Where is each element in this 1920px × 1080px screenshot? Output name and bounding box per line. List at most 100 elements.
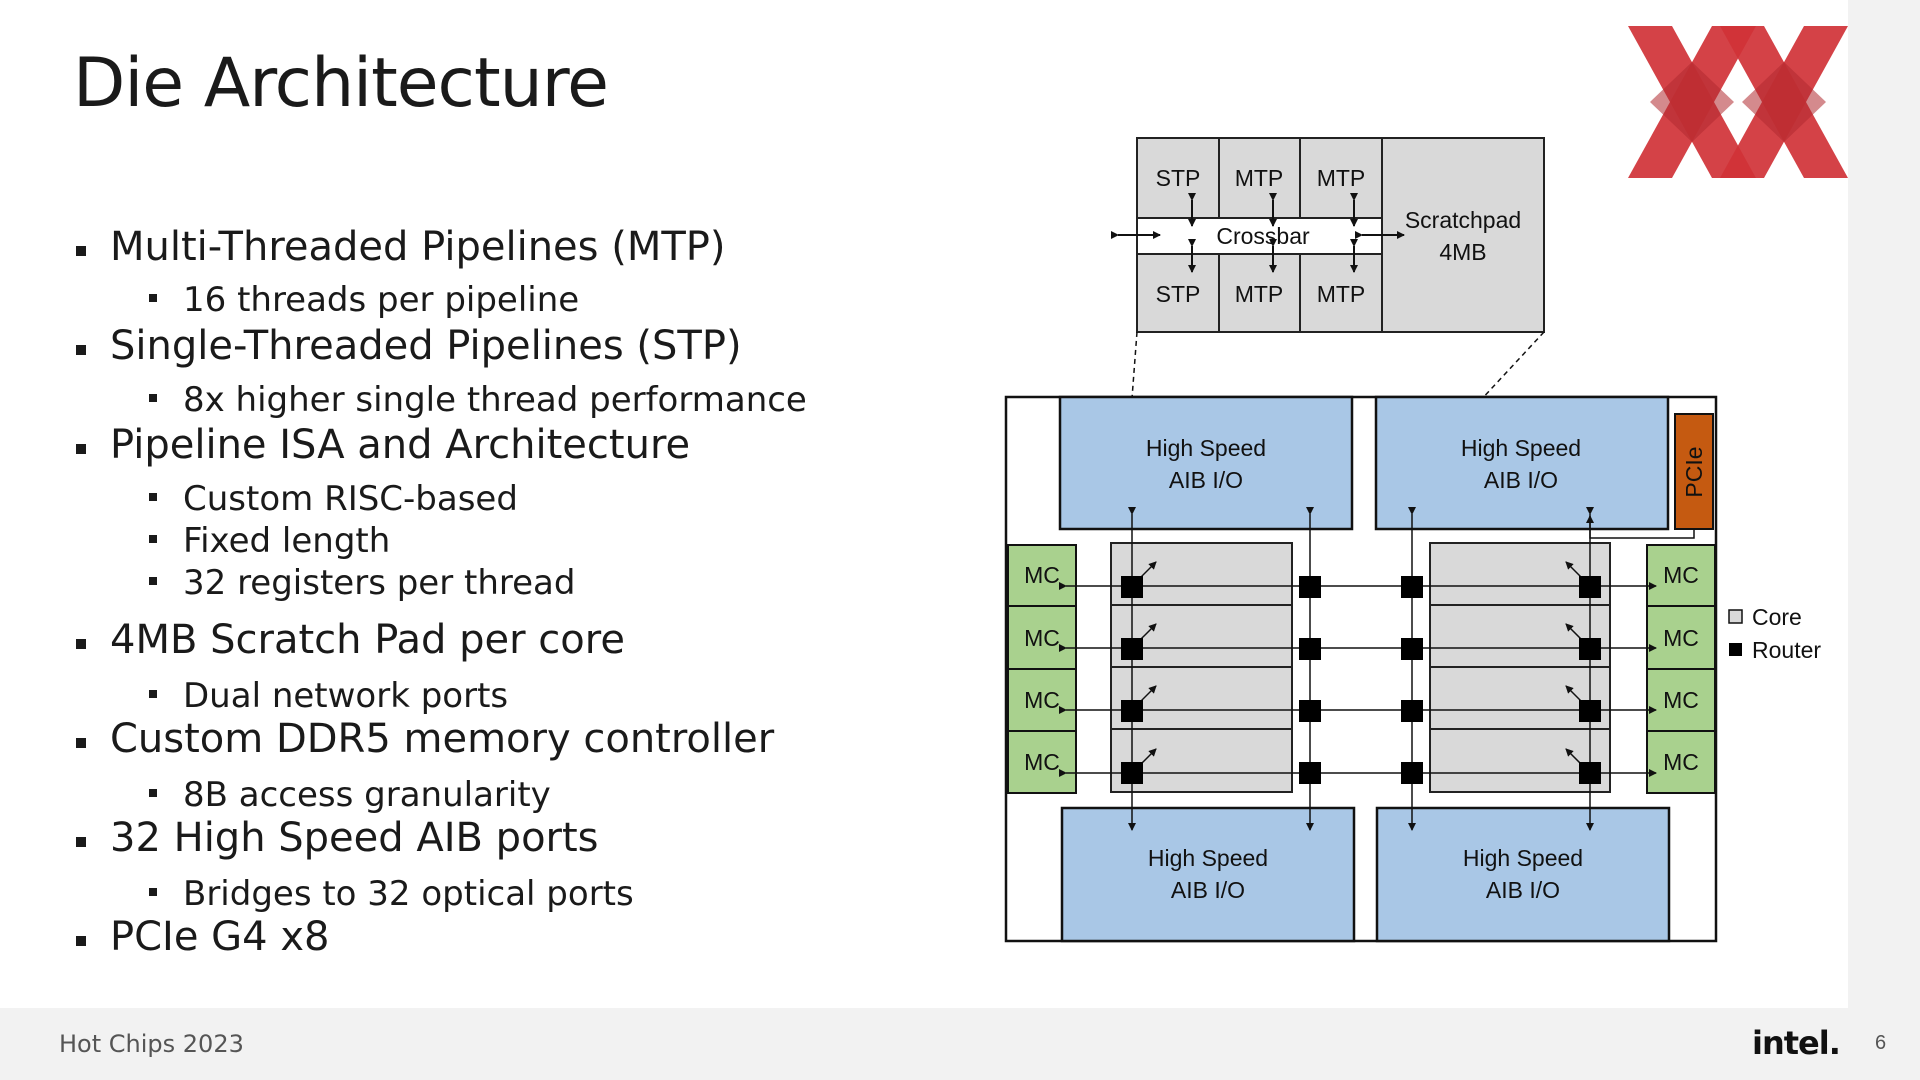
io-label: AIB I/O <box>1169 467 1243 493</box>
mc-block <box>1007 668 1077 732</box>
sub-bullet-marker <box>149 535 157 543</box>
router-node <box>1579 638 1601 660</box>
router-node <box>1121 762 1143 784</box>
stp-label: STP <box>1156 281 1201 307</box>
router-node <box>1579 576 1601 598</box>
sub-bullet-threads: 16 threads per pipeline <box>183 280 580 320</box>
page-number: 6 <box>1875 1032 1887 1054</box>
mc-label: MC <box>1663 562 1699 588</box>
crossbar-label: Crossbar <box>1216 223 1310 249</box>
bullet-ddr5: Custom DDR5 memory controller <box>110 716 775 762</box>
router-node <box>1121 576 1143 598</box>
stp-label: STP <box>1156 165 1201 191</box>
legend: Core Router <box>1728 604 1821 663</box>
sub-bullet-registers: 32 registers per thread <box>183 563 576 603</box>
mc-label: MC <box>1663 625 1699 651</box>
right-strip <box>1848 0 1920 1080</box>
sub-bullet-risc: Custom RISC-based <box>183 479 518 519</box>
mtp-block <box>1299 137 1383 219</box>
scratchpad-label: Scratchpad <box>1405 207 1521 233</box>
bullet-pcie: PCIe G4 x8 <box>110 914 330 960</box>
sub-bullet-marker <box>149 394 157 402</box>
router-node <box>1299 700 1321 722</box>
sub-bullet-marker <box>149 294 157 302</box>
io-label: High Speed <box>1146 435 1266 461</box>
pcie-label: PCIe <box>1681 446 1707 497</box>
io-block-bottom-right <box>1375 806 1671 943</box>
bullet-marker <box>76 837 86 847</box>
mc-block <box>1007 605 1077 670</box>
page-title: Die Architecture <box>73 44 609 123</box>
legend-core-label: Core <box>1752 604 1802 630</box>
footer-bar <box>0 1008 1848 1080</box>
router-node <box>1299 762 1321 784</box>
mc-label: MC <box>1663 749 1699 775</box>
router-node <box>1121 638 1143 660</box>
io-label: AIB I/O <box>1486 877 1560 903</box>
crossbar-block <box>1136 217 1383 255</box>
sub-bullet-marker <box>149 493 157 501</box>
bullet-scratchpad: 4MB Scratch Pad per core <box>110 617 625 663</box>
bullet-marker <box>76 936 86 946</box>
mc-block <box>1007 544 1077 607</box>
mtp-label: MTP <box>1317 165 1366 191</box>
sub-bullet-marker <box>149 789 157 797</box>
mc-block <box>1646 544 1716 607</box>
legend-router-label: Router <box>1752 637 1821 663</box>
mtp-label: MTP <box>1235 281 1284 307</box>
legend-router-swatch <box>1729 643 1742 656</box>
memory-controllers: MC MC MC MC MC MC MC MC <box>1007 544 1716 794</box>
mtp-block <box>1218 253 1301 333</box>
io-block-top-left <box>1058 395 1354 531</box>
sub-bullet-marker <box>149 690 157 698</box>
io-blocks: High Speed AIB I/O High Speed AIB I/O Hi… <box>1058 395 1671 943</box>
io-label: High Speed <box>1463 845 1583 871</box>
sub-bullet-marker <box>149 577 157 585</box>
mc-label: MC <box>1024 625 1060 651</box>
scratchpad-block <box>1381 137 1545 333</box>
router-node <box>1579 762 1601 784</box>
router-node <box>1579 700 1601 722</box>
mtp-label: MTP <box>1235 165 1284 191</box>
router-node <box>1401 638 1423 660</box>
sub-bullet-single-thread: 8x higher single thread performance <box>183 380 807 420</box>
router-node <box>1401 762 1423 784</box>
sub-bullet-granularity: 8B access granularity <box>183 775 551 815</box>
bullet-isa: Pipeline ISA and Architecture <box>110 422 691 468</box>
mc-label: MC <box>1024 562 1060 588</box>
io-label: High Speed <box>1148 845 1268 871</box>
io-label: AIB I/O <box>1171 877 1245 903</box>
bullet-marker <box>76 738 86 748</box>
router-node <box>1121 700 1143 722</box>
router-node <box>1401 576 1423 598</box>
logo-x-icon <box>1628 26 1848 178</box>
bullet-marker <box>76 345 86 355</box>
mtp-label: MTP <box>1317 281 1366 307</box>
scratchpad-size-label: 4MB <box>1439 239 1486 265</box>
bullet-marker <box>76 444 86 454</box>
io-label: AIB I/O <box>1484 467 1558 493</box>
router-node <box>1299 638 1321 660</box>
mc-block <box>1646 605 1716 670</box>
io-block-top-right <box>1374 395 1670 531</box>
core-tile <box>1110 666 1293 730</box>
mtp-block <box>1299 253 1383 333</box>
stp-block <box>1136 137 1220 219</box>
footer-event: Hot Chips 2023 <box>59 1030 244 1058</box>
io-block-bottom-left <box>1060 806 1356 943</box>
bullet-stp: Single-Threaded Pipelines (STP) <box>110 323 742 369</box>
mc-block <box>1007 730 1077 794</box>
stp-block <box>1136 253 1220 333</box>
sub-bullet-network-ports: Dual network ports <box>183 676 509 716</box>
legend-core-swatch <box>1728 609 1743 624</box>
bullet-mtp: Multi-Threaded Pipelines (MTP) <box>110 224 726 270</box>
router-node <box>1401 700 1423 722</box>
sub-bullet-optical: Bridges to 32 optical ports <box>183 874 634 914</box>
intel-logo: intel. <box>1752 1024 1841 1062</box>
bullet-marker <box>76 639 86 649</box>
routers <box>1121 576 1601 784</box>
mc-block <box>1646 730 1716 794</box>
sub-bullet-fixed-length: Fixed length <box>183 521 391 561</box>
bullet-marker <box>76 246 86 256</box>
